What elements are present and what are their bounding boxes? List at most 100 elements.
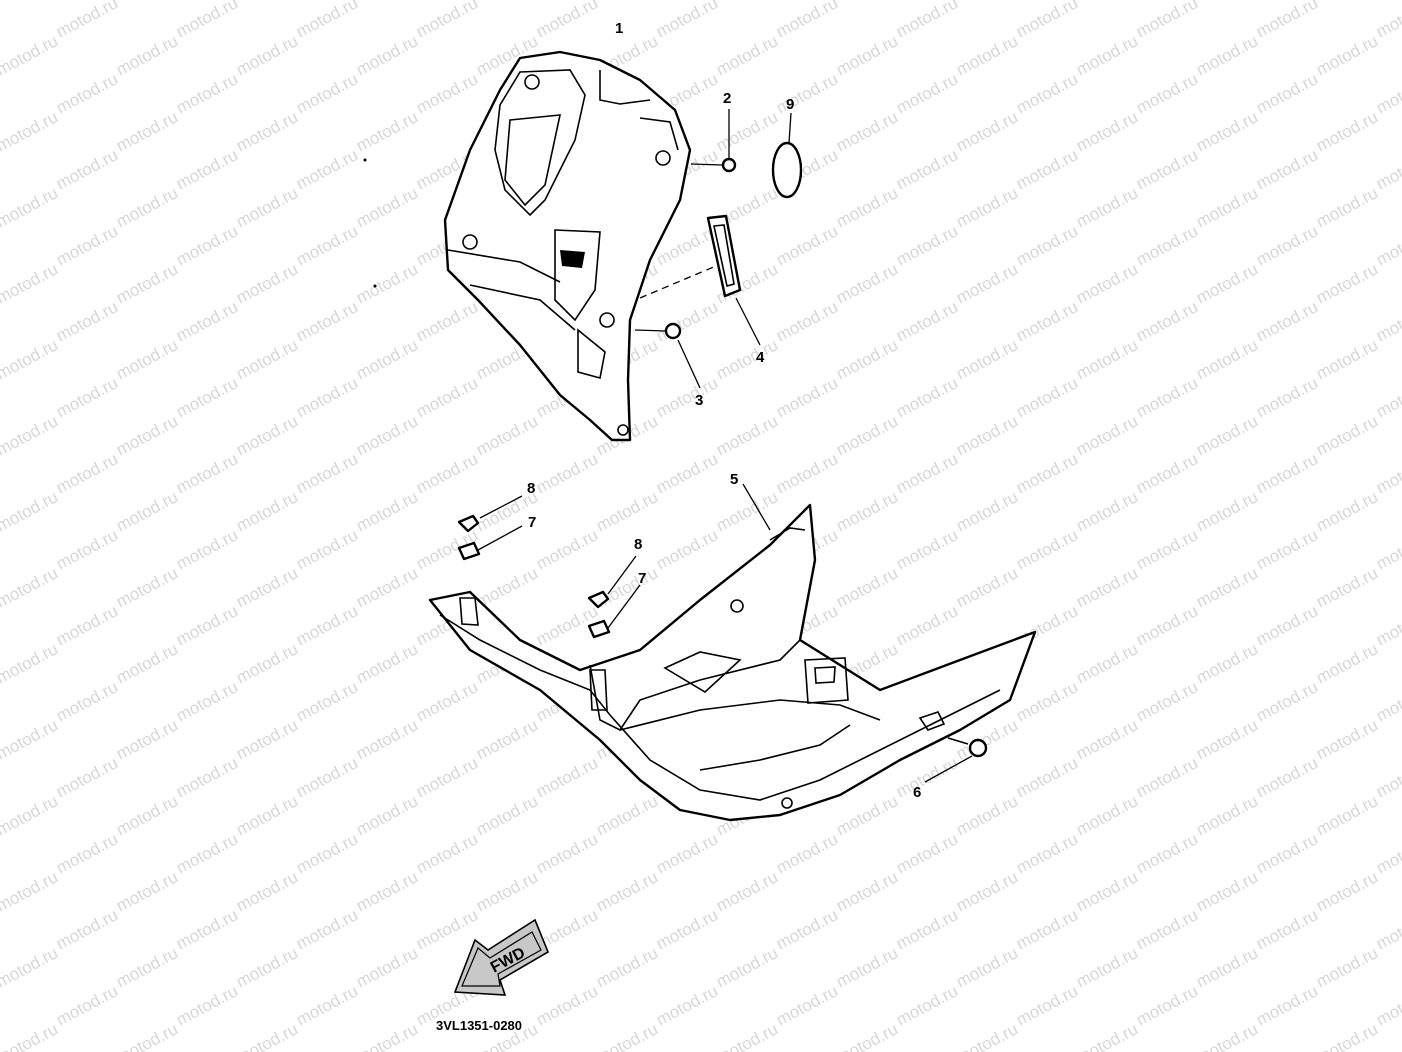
watermark-text: motod.ru xyxy=(113,943,181,991)
watermark-text: motod.ru xyxy=(53,525,121,573)
watermark-text: motod.ru xyxy=(713,1019,781,1052)
callout-7-left: 7 xyxy=(528,514,536,531)
watermark-text: motod.ru xyxy=(893,753,961,801)
watermark-text: motod.ru xyxy=(773,0,841,42)
watermark-text: motod.ru xyxy=(0,183,61,231)
watermark-text: motod.ru xyxy=(1193,107,1261,155)
watermark-text: motod.ru xyxy=(1193,0,1261,4)
watermark-text: motod.ru xyxy=(353,259,421,307)
watermark-text: motod.ru xyxy=(1133,373,1201,421)
watermark-text: motod.ru xyxy=(113,867,181,915)
part-1-leg-shield xyxy=(443,50,692,442)
watermark-text: motod.ru xyxy=(533,981,601,1029)
watermark-text: motod.ru xyxy=(1373,601,1402,649)
watermark-text: motod.ru xyxy=(1013,0,1081,42)
watermark-text: motod.ru xyxy=(1253,601,1321,649)
watermark-text: motod.ru xyxy=(1313,31,1381,79)
watermark-text: motod.ru xyxy=(0,335,61,383)
callout-7-right: 7 xyxy=(638,570,646,587)
watermark-text: motod.ru xyxy=(953,487,1021,535)
watermark-text: motod.ru xyxy=(1073,791,1141,839)
watermark-text: motod.ru xyxy=(593,943,661,991)
watermark-text: motod.ru xyxy=(713,107,781,155)
watermark-text: motod.ru xyxy=(413,829,481,877)
watermark-text: motod.ru xyxy=(1133,221,1201,269)
part-8-clip-left xyxy=(457,495,523,533)
watermark-text: motod.ru xyxy=(473,0,541,4)
watermark-text: motod.ru xyxy=(113,31,181,79)
watermark-text: motod.ru xyxy=(1313,487,1381,535)
watermark-text: motod.ru xyxy=(1193,563,1261,611)
watermark-text: motod.ru xyxy=(653,981,721,1029)
watermark-text: motod.ru xyxy=(413,677,481,725)
watermark-text: motod.ru xyxy=(533,753,601,801)
part-6-screw xyxy=(924,737,988,783)
watermark-text: motod.ru xyxy=(233,791,301,839)
watermark-text: motod.ru xyxy=(1373,525,1402,573)
watermark-text: motod.ru xyxy=(773,449,841,497)
watermark-text: motod.ru xyxy=(1073,715,1141,763)
watermark-text: motod.ru xyxy=(353,867,421,915)
watermark-text: motod.ru xyxy=(113,259,181,307)
watermark-text: motod.ru xyxy=(953,563,1021,611)
part-5-footboard xyxy=(428,483,1037,822)
watermark-text: motod.ru xyxy=(953,335,1021,383)
watermark-text: motod.ru xyxy=(1133,525,1201,573)
watermark-text: motod.ru xyxy=(353,639,421,687)
watermark-text: motod.ru xyxy=(1193,259,1261,307)
watermark-text: motod.ru xyxy=(293,601,361,649)
watermark-text: motod.ru xyxy=(1373,981,1402,1029)
callout-8-right: 8 xyxy=(634,536,642,553)
watermark-text: motod.ru xyxy=(1253,373,1321,421)
watermark-text: motod.ru xyxy=(1373,753,1402,801)
watermark-text: motod.ru xyxy=(893,297,961,345)
part-7-nut-left xyxy=(457,525,523,561)
watermark-text: motod.ru xyxy=(353,1019,421,1052)
callout-8-left: 8 xyxy=(527,480,535,497)
watermark-text: motod.ru xyxy=(1073,563,1141,611)
watermark-text: motod.ru xyxy=(893,601,961,649)
watermark-text: motod.ru xyxy=(473,867,541,915)
watermark-text: motod.ru xyxy=(1313,715,1381,763)
callout-2: 2 xyxy=(723,90,731,107)
watermark-text: motod.ru xyxy=(713,487,781,535)
watermark-text: motod.ru xyxy=(173,677,241,725)
watermark-text: motod.ru xyxy=(1373,905,1402,953)
watermark-text: motod.ru xyxy=(53,601,121,649)
watermark-text: motod.ru xyxy=(713,31,781,79)
watermark-text: motod.ru xyxy=(1313,791,1381,839)
watermark-text: motod.ru xyxy=(533,449,601,497)
watermark-text: motod.ru xyxy=(953,259,1021,307)
watermark-text: motod.ru xyxy=(533,829,601,877)
watermark-text: motod.ru xyxy=(1133,753,1201,801)
watermark-text: motod.ru xyxy=(293,525,361,573)
watermark-text: motod.ru xyxy=(473,791,541,839)
watermark-text: motod.ru xyxy=(1013,981,1081,1029)
watermark-text: motod.ru xyxy=(773,69,841,117)
part-9-ring xyxy=(771,112,803,199)
part-4-plate xyxy=(639,214,761,346)
watermark-text: motod.ru xyxy=(1373,449,1402,497)
watermark-text: motod.ru xyxy=(1313,0,1381,4)
watermark-text: motod.ru xyxy=(1013,69,1081,117)
watermark-text: motod.ru xyxy=(1373,373,1402,421)
watermark-text: motod.ru xyxy=(833,411,901,459)
watermark-text: motod.ru xyxy=(473,715,541,763)
watermark-text: motod.ru xyxy=(113,563,181,611)
watermark-text: motod.ru xyxy=(1013,525,1081,573)
watermark-text: motod.ru xyxy=(953,183,1021,231)
watermark-text: motod.ru xyxy=(173,981,241,1029)
watermark-text: motod.ru xyxy=(293,297,361,345)
watermark-text: motod.ru xyxy=(53,221,121,269)
part-2-screw xyxy=(690,109,737,173)
watermark-text: motod.ru xyxy=(233,31,301,79)
watermark-text: motod.ru xyxy=(1013,449,1081,497)
watermark-text: motod.ru xyxy=(113,487,181,535)
watermark-text: motod.ru xyxy=(1193,411,1261,459)
watermark-text: motod.ru xyxy=(893,525,961,573)
watermark-text: motod.ru xyxy=(833,563,901,611)
watermark-text: motod.ru xyxy=(1073,943,1141,991)
watermark-text: motod.ru xyxy=(773,221,841,269)
watermark-text: motod.ru xyxy=(113,411,181,459)
